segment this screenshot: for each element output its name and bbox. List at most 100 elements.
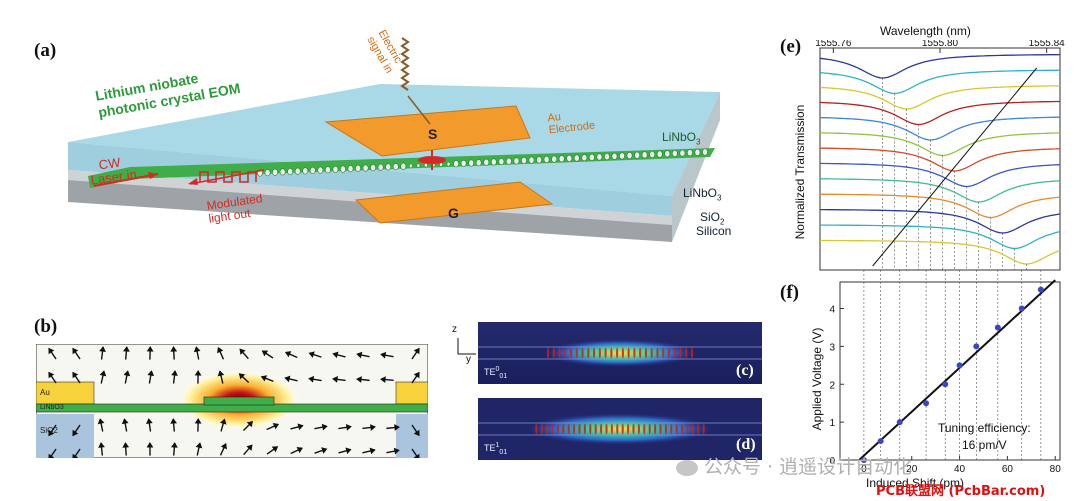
field-arrow-head [145, 418, 153, 425]
panel-b-label: (b) [34, 316, 58, 337]
pc-hole [460, 159, 467, 167]
mode-lobe [598, 347, 601, 359]
e-xlabel: Wavelength (nm) [880, 24, 971, 38]
pc-hole [498, 158, 505, 166]
e-trace [819, 116, 1060, 141]
mode-c-te: TE [484, 367, 496, 377]
mode-d-lobes [535, 423, 705, 435]
pc-hole [483, 158, 490, 166]
field-arrow-head [122, 442, 130, 448]
field-arrow-head [217, 346, 224, 354]
field-arrow-head [193, 346, 201, 353]
field-arrow-head [308, 351, 315, 358]
mode-lobe [662, 347, 665, 359]
f-x-tick-label: 20 [906, 464, 918, 475]
mode-lobe [583, 423, 586, 435]
field-arrow-head [413, 453, 420, 458]
mode-lobe [578, 423, 581, 435]
silicon-label: Silicon [696, 224, 732, 238]
e-x-tick-label: 1555.84 [1029, 40, 1066, 49]
axis-triad-icon [457, 338, 476, 355]
panel-c-label: (c) [736, 362, 754, 379]
e-trace [820, 178, 1061, 203]
mode-c-name: TE001 [484, 366, 507, 380]
field-arrow-head [98, 442, 105, 448]
panel-f-label: (f) [780, 282, 799, 303]
cw-laser-arrow [93, 173, 159, 187]
linbo3-mid-label: LiNbO3 [683, 186, 721, 202]
cs-sio2-label: SiO2 [40, 426, 58, 435]
mode-profile-d [478, 398, 762, 460]
pc-hole [505, 157, 512, 165]
pc-hole [264, 169, 271, 177]
field-arrow-head [99, 370, 107, 377]
f-data-point [896, 419, 903, 426]
pc-hole [424, 162, 428, 168]
mode-lobe [594, 423, 597, 435]
field-arrow-head [369, 447, 376, 455]
field-arrow-head [219, 418, 227, 425]
pc-hole [611, 152, 618, 160]
e-trace [820, 239, 1061, 265]
linbo3-mid-text: LiNbO [683, 186, 718, 200]
mode-lobe [605, 423, 608, 435]
pc-hole [679, 149, 686, 157]
field-arrow-head [123, 370, 131, 377]
pc-hole [362, 164, 369, 172]
mode-lobe [673, 347, 676, 359]
mode-lobe [610, 423, 613, 435]
pc-hole [392, 163, 399, 171]
mode-c-lobes [546, 347, 694, 359]
field-arrow-head [48, 453, 55, 458]
mode-lobe [690, 347, 694, 359]
field-arrow-head [48, 371, 55, 379]
e-trace [819, 100, 1060, 126]
wechat-watermark-text: 公众号 · 逍遥设计自动化 [704, 456, 913, 478]
field-arrow-head [146, 442, 154, 448]
pc-hole [385, 163, 392, 171]
mode-lobe [685, 347, 688, 359]
field-arrow-head [345, 447, 352, 455]
mode-lobe [675, 423, 678, 435]
field-arrow-head [261, 350, 269, 357]
cs-linbo3-label: LiNbO3 [40, 404, 64, 411]
e-trend-line [872, 67, 1038, 267]
linbo3-top-label: LiNbO3 [662, 130, 700, 146]
mode-c-sup: 0 [495, 366, 500, 373]
slab-side [672, 92, 720, 242]
linbo3-top-sub: 3 [696, 137, 701, 147]
e-trace [819, 147, 1061, 172]
e-trace [819, 85, 1061, 110]
pc-hole [558, 155, 565, 163]
mode-lobe [633, 347, 636, 359]
linbo3-mid-sub: 3 [717, 193, 722, 203]
pc-hole [272, 168, 278, 176]
mode-profile-c [478, 322, 762, 384]
mode-lobe [691, 423, 694, 435]
modulated-output-arrow [189, 169, 265, 185]
field-arrow-head [246, 420, 254, 428]
wechat-icon [676, 459, 698, 476]
f-data-point [877, 438, 884, 445]
field-arrow-head [413, 371, 420, 379]
e-ylabel: Normalized Transmission [793, 104, 807, 240]
mode-lobe [621, 423, 624, 435]
mode-d-sub: 01 [499, 448, 508, 456]
pc-hole [453, 160, 460, 168]
photonic-crystal-holes [257, 148, 708, 177]
f-y-tick-label: 0 [829, 456, 835, 467]
pc-hole [294, 167, 301, 175]
f-x-tick-label: 80 [1050, 464, 1062, 475]
ground-electrode [354, 181, 554, 224]
f-annotation-line2: 16 pm/V [962, 438, 1007, 452]
field-arrow-head [272, 423, 280, 430]
mode-lobe [562, 423, 565, 435]
f-data-point [1018, 305, 1025, 312]
linbo3-top-text: LiNbO [662, 130, 697, 144]
electric-signal-wave [400, 37, 410, 91]
pc-hole [377, 163, 384, 171]
field-arrow-head [194, 418, 202, 424]
pc-hole [588, 153, 595, 161]
device-illustration [68, 37, 720, 242]
f-data-point [994, 324, 1001, 331]
